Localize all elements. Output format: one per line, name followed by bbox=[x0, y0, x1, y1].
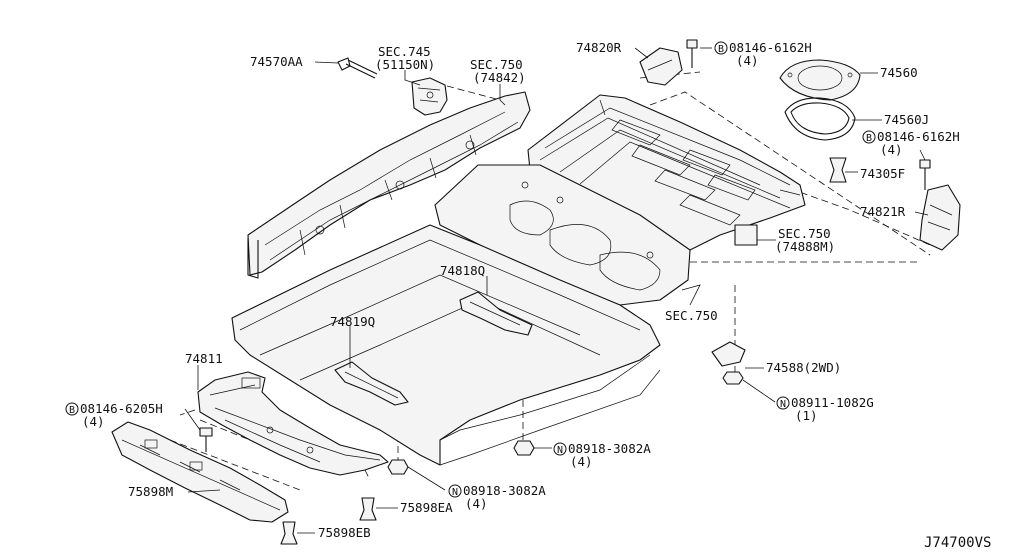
bracket-74818q bbox=[459, 291, 533, 336]
label-c17: 74588(2WD) bbox=[766, 360, 841, 375]
marker-c16: B bbox=[69, 405, 75, 416]
front-under-cover-75898m bbox=[111, 421, 289, 523]
label-c8-qty: (4) bbox=[880, 142, 903, 157]
bolt-74570aa bbox=[337, 57, 378, 79]
marker-c5: B bbox=[718, 44, 724, 55]
label-c7: 74560J bbox=[884, 112, 929, 127]
side-member-left bbox=[247, 91, 531, 279]
label-c18-qty: (1) bbox=[795, 408, 818, 423]
label-c16-qty: (4) bbox=[82, 414, 105, 429]
label-c16: 08146-6205H bbox=[80, 401, 163, 416]
gasket-74560j bbox=[784, 97, 856, 141]
bracket-sec745 bbox=[411, 77, 448, 116]
label-c14: SEC.750 bbox=[665, 308, 718, 323]
label-c20-qty: (4) bbox=[465, 496, 488, 511]
label-c20: 08918-3082A bbox=[463, 483, 546, 498]
spare-tire-cover-74560 bbox=[779, 59, 861, 101]
bracket-74821r bbox=[919, 184, 961, 251]
callout-labels: 74570AA SEC.745 (51150N) SEC.750 (74842)… bbox=[80, 40, 991, 551]
marker-c8: B bbox=[866, 133, 872, 144]
cross-member-74811 bbox=[197, 371, 389, 476]
label-c22: 75898EA bbox=[400, 500, 453, 515]
label-c2: SEC.745 bbox=[378, 44, 431, 59]
label-c19-qty: (4) bbox=[570, 454, 593, 469]
label-c8: 08146-6162H bbox=[877, 129, 960, 144]
label-c3: SEC.750 bbox=[470, 57, 523, 72]
label-c10: 74821R bbox=[860, 204, 906, 219]
label-c5: 08146-6162H bbox=[729, 40, 812, 55]
label-c9: 74305F bbox=[860, 166, 905, 181]
drawing-code: J74700VS bbox=[924, 535, 991, 551]
stay-74819q bbox=[334, 361, 409, 406]
label-c15: 74811 bbox=[185, 351, 223, 366]
label-c2-qty: (51150N) bbox=[375, 57, 435, 72]
bracket-74820r bbox=[639, 47, 683, 86]
fasteners bbox=[199, 39, 931, 545]
marker-c19: N bbox=[557, 445, 563, 456]
label-c4: 74820R bbox=[576, 40, 622, 55]
label-c21: 75898M bbox=[128, 484, 173, 499]
label-c19: 08918-3082A bbox=[568, 441, 651, 456]
leader-lines bbox=[184, 47, 929, 534]
label-c5-qty: (4) bbox=[736, 53, 759, 68]
label-c11-qty: (74888M) bbox=[775, 239, 835, 254]
label-c11: SEC.750 bbox=[778, 226, 831, 241]
label-c18: 08911-1082G bbox=[791, 395, 874, 410]
label-c13: 74819Q bbox=[330, 314, 375, 329]
bracket-74588 bbox=[711, 341, 746, 367]
label-c1: 74570AA bbox=[250, 54, 303, 69]
label-c12: 74818Q bbox=[440, 263, 485, 278]
marker-c18: N bbox=[780, 399, 786, 410]
marker-c20: N bbox=[452, 487, 458, 498]
floor-under-cover bbox=[231, 224, 661, 466]
label-c6: 74560 bbox=[880, 65, 918, 80]
callout-markers: B B B N N N bbox=[65, 41, 876, 498]
label-c23: 75898EB bbox=[318, 525, 371, 540]
label-c3-qty: (74842) bbox=[473, 70, 526, 85]
